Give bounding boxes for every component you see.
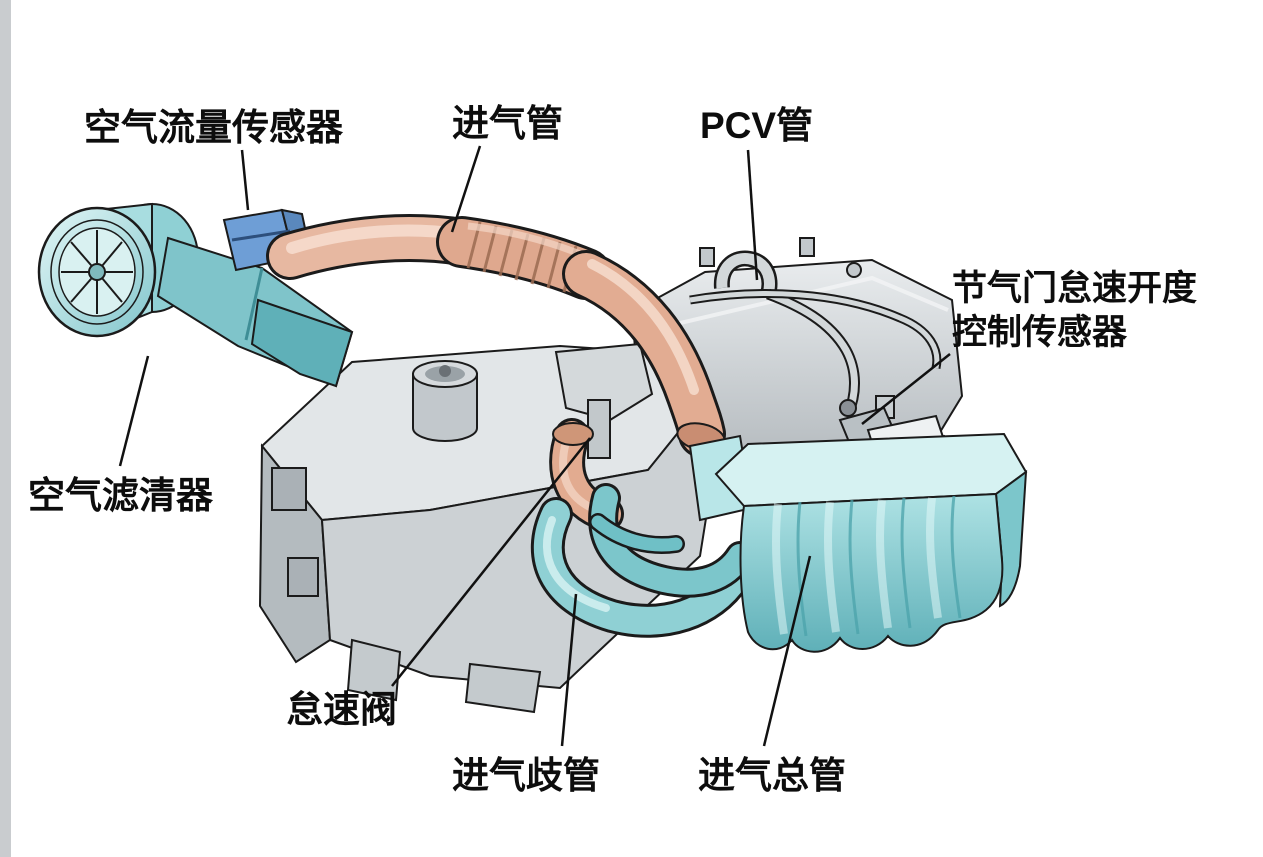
label-throttle-sensor-line2: 控制传感器 (952, 313, 1128, 352)
leader-pcv-pipe (746, 149, 759, 281)
page-edge-strip (0, 0, 11, 857)
label-intake-plenum: 进气总管 (698, 755, 846, 796)
label-intake-manifold: 进气歧管 (452, 755, 600, 796)
label-pcv-pipe: PCV管 (700, 105, 813, 146)
leader-idle-valve (391, 437, 591, 687)
engine-block-drawing (258, 342, 716, 714)
intake-manifold-drawing (530, 483, 755, 638)
leader-throttle-sensor (861, 353, 951, 425)
leader-air-flow-sensor (240, 149, 250, 211)
intake-pipe-drawing (266, 214, 726, 458)
leader-intake-pipe (450, 145, 482, 233)
label-idle-valve: 怠速阀 (286, 689, 397, 730)
intake-plenum-drawing (714, 432, 1028, 653)
label-throttle-sensor-line1: 节气门怠速开度 (952, 269, 1197, 308)
pcv-pipe-drawing (689, 250, 942, 417)
leader-air-cleaner (118, 355, 150, 467)
plenum-highlights (772, 497, 942, 635)
label-air-flow-sensor: 空气流量传感器 (84, 107, 344, 148)
leader-intake-plenum (762, 555, 812, 747)
label-intake-pipe: 进气管 (452, 103, 563, 144)
plenum-ribs (796, 495, 962, 637)
label-air-cleaner: 空气滤清器 (28, 475, 214, 516)
intake-duct-drawing (156, 236, 354, 388)
leader-intake-manifold (560, 593, 578, 747)
